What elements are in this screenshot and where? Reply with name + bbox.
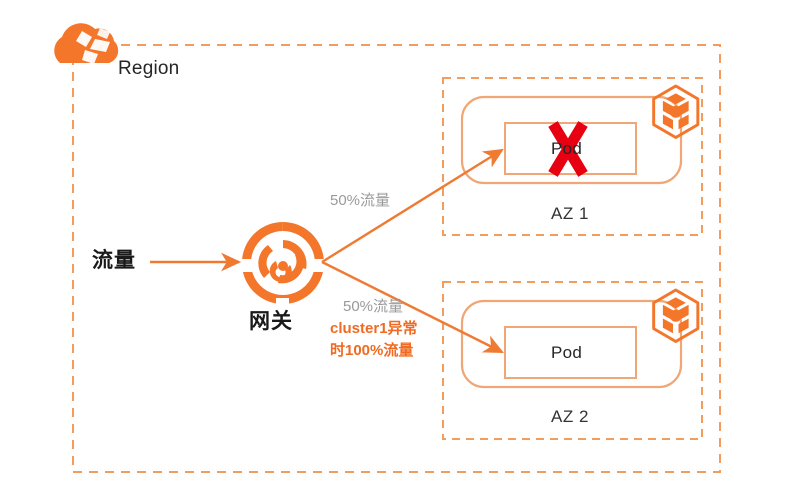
flow-az2-failover-note-line2: 时100%流量 [330, 341, 414, 359]
flow-az2-failover-note-line1: cluster1异常 [330, 320, 418, 337]
flow-az2-percent-label: 50%流量 [343, 298, 404, 315]
az1-label: AZ 1 [551, 204, 589, 223]
az2-pod-box [504, 326, 637, 379]
az2-cluster-box [460, 299, 683, 389]
az1-cluster-box [460, 95, 683, 185]
az2-label: AZ 2 [551, 407, 589, 426]
az1-pod-label: Pod [551, 139, 583, 158]
flow-az1-percent-label: 50%流量 [330, 192, 391, 209]
az1-boundary [442, 77, 703, 236]
flow-arrow-az2 [321, 260, 504, 354]
flow-az2-failover-note: cluster1异常 时100%流量 [330, 318, 418, 362]
cloud-icon [54, 23, 119, 64]
region-label: Region [118, 58, 180, 79]
az2-boundary [442, 281, 703, 440]
ingress-traffic-label: 流量 [92, 249, 136, 272]
az2-kubernetes-cluster-cube-icon [652, 288, 700, 343]
az2-pod-label: Pod [551, 343, 583, 362]
gateway-swirl-icon [240, 222, 326, 309]
region-boundary [72, 44, 721, 473]
az1-red-x-icon [548, 121, 588, 177]
az1-kubernetes-cluster-cube-icon [652, 84, 700, 139]
flow-arrow-az1 [321, 148, 504, 264]
gateway-label: 网关 [249, 310, 293, 333]
